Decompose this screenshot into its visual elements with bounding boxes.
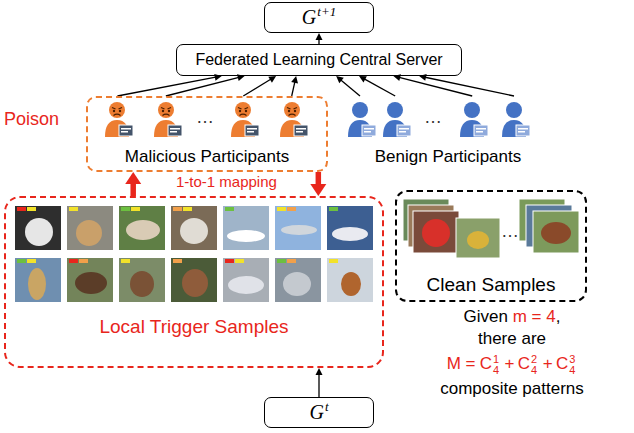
arrow-head — [125, 172, 141, 184]
node-text: Gt — [309, 401, 328, 424]
model-box: Gt — [264, 397, 374, 428]
arrow-head — [268, 76, 276, 83]
trigger-image — [15, 258, 61, 302]
benign-icon — [460, 102, 488, 137]
combination-symbol: C — [556, 354, 568, 373]
connector-line — [243, 79, 272, 96]
node-label: Federated Learning Central Server — [195, 51, 442, 68]
ellipsis: … — [501, 222, 519, 242]
subscript: 4 — [531, 365, 537, 376]
connector — [336, 74, 514, 96]
node-label: Local Trigger Samples — [99, 316, 288, 337]
malicious-icon — [154, 102, 182, 137]
combination-symbol: C — [480, 354, 492, 373]
sample-box: Clean Samples — [395, 190, 587, 302]
ellipsis: … — [196, 108, 214, 128]
node-text: Federated Learning Central Server — [195, 51, 442, 69]
superscript: 2 — [531, 354, 537, 365]
note-text: Given — [464, 307, 508, 326]
connector-line — [340, 79, 360, 96]
clean-image-stack — [403, 199, 579, 258]
node-sublabel: t — [325, 399, 329, 414]
trigger-image — [15, 206, 61, 250]
index-stack: 24 — [531, 354, 537, 376]
arrow-head — [310, 184, 326, 196]
node-text: Malicious Participants — [125, 147, 289, 167]
trigger-image — [275, 206, 321, 250]
subscript: 4 — [569, 365, 575, 376]
connector — [310, 172, 326, 196]
node-label: Benign Participants — [375, 147, 521, 166]
note-line: M =C14+C24+C34 — [407, 350, 617, 378]
trigger-image — [327, 206, 373, 250]
arrow-head — [316, 33, 323, 40]
note-block: Givenm = 4,there areM =C14+C24+C34compos… — [407, 306, 617, 400]
malicious-icon — [105, 102, 133, 137]
malicious-icon — [231, 102, 259, 137]
connector — [125, 172, 141, 196]
node-label: G — [309, 401, 323, 423]
mapping-label: 1-to-1 mapping — [176, 174, 277, 191]
arrow-head — [291, 76, 298, 84]
connector-line — [424, 77, 514, 96]
note-text: composite patterns — [440, 379, 584, 398]
trigger-image — [67, 258, 113, 302]
trigger-image — [119, 206, 165, 250]
node-text: Benign Participants — [375, 147, 521, 167]
server-box: Federated Learning Central Server — [176, 44, 462, 76]
connector-line — [292, 81, 295, 96]
arrow-head — [359, 76, 367, 82]
combination-symbol: C — [518, 354, 530, 373]
malicious-icon — [280, 102, 308, 137]
connector — [316, 33, 323, 44]
note-text: + — [505, 354, 515, 373]
superscript: 1 — [493, 354, 499, 365]
note-line: composite patterns — [407, 378, 617, 400]
trigger-image — [223, 206, 269, 250]
trigger-image — [171, 258, 217, 302]
note-text: + — [543, 354, 553, 373]
connector — [316, 368, 323, 397]
arrow-head — [316, 368, 323, 375]
note-text: , — [556, 307, 561, 326]
note-line: Given m = 4, — [407, 306, 617, 328]
trigger-image — [223, 258, 269, 302]
benign-icon — [348, 102, 376, 137]
benign-icon — [502, 102, 530, 137]
trigger-image — [67, 206, 113, 250]
connector-line — [363, 78, 395, 96]
trigger-image — [171, 206, 217, 250]
note-text: M = — [447, 354, 476, 373]
node-label: G — [302, 6, 316, 28]
node-label: Clean Samples — [427, 274, 556, 295]
benign-icon — [383, 102, 411, 137]
group-box: Benign Participants — [338, 96, 558, 172]
node-sublabel: t+1 — [317, 4, 336, 19]
ellipsis: … — [424, 108, 442, 128]
subscript: 4 — [493, 365, 499, 376]
connector-line — [166, 77, 240, 96]
connector — [117, 74, 298, 96]
node-text: Gt+1 — [302, 6, 336, 29]
note-text: there are — [478, 329, 546, 348]
arrow-head — [336, 76, 344, 83]
trigger-image — [119, 258, 165, 302]
model-box: Gt+1 — [264, 2, 374, 33]
connector-line — [318, 373, 319, 397]
trigger-image — [327, 258, 373, 302]
side-note: Poison — [4, 110, 59, 130]
note-line: there are — [407, 328, 617, 350]
node-text: Local Trigger Samples — [99, 316, 288, 338]
note-text: m = 4 — [513, 307, 556, 326]
node-text: Clean Samples — [427, 274, 556, 296]
node-label: Malicious Participants — [125, 147, 289, 166]
index-stack: 14 — [493, 354, 499, 376]
superscript: 3 — [569, 354, 575, 365]
sample-box: Local Trigger Samples — [4, 196, 384, 368]
arrow-head — [214, 74, 222, 81]
trigger-image — [275, 258, 321, 302]
index-stack: 34 — [569, 354, 575, 376]
